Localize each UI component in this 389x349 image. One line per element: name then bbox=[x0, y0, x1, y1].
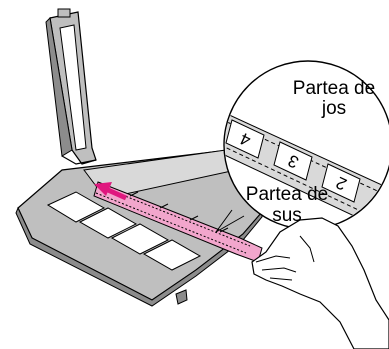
film-holder-base bbox=[15, 147, 263, 307]
film-holder-cover bbox=[45, 8, 97, 165]
film-frame bbox=[321, 163, 361, 203]
film-frame bbox=[225, 119, 265, 159]
label-top-side-line1: Partea de bbox=[245, 184, 329, 205]
film-frame bbox=[273, 141, 313, 181]
magnifier-callout-icon: 4 3 2 bbox=[223, 60, 389, 230]
holder-window bbox=[142, 239, 202, 271]
label-bottom-side-line1: Partea de bbox=[292, 78, 376, 99]
callout-pointer bbox=[215, 209, 245, 233]
label-top-side-line2: sus bbox=[272, 205, 302, 226]
label-bottom-side-line2: jos bbox=[321, 98, 347, 119]
insert-direction-arrow-icon bbox=[94, 182, 128, 201]
holder-window bbox=[78, 207, 138, 239]
holder-window bbox=[46, 191, 106, 223]
hand-icon bbox=[251, 217, 389, 349]
holder-window bbox=[110, 223, 170, 255]
